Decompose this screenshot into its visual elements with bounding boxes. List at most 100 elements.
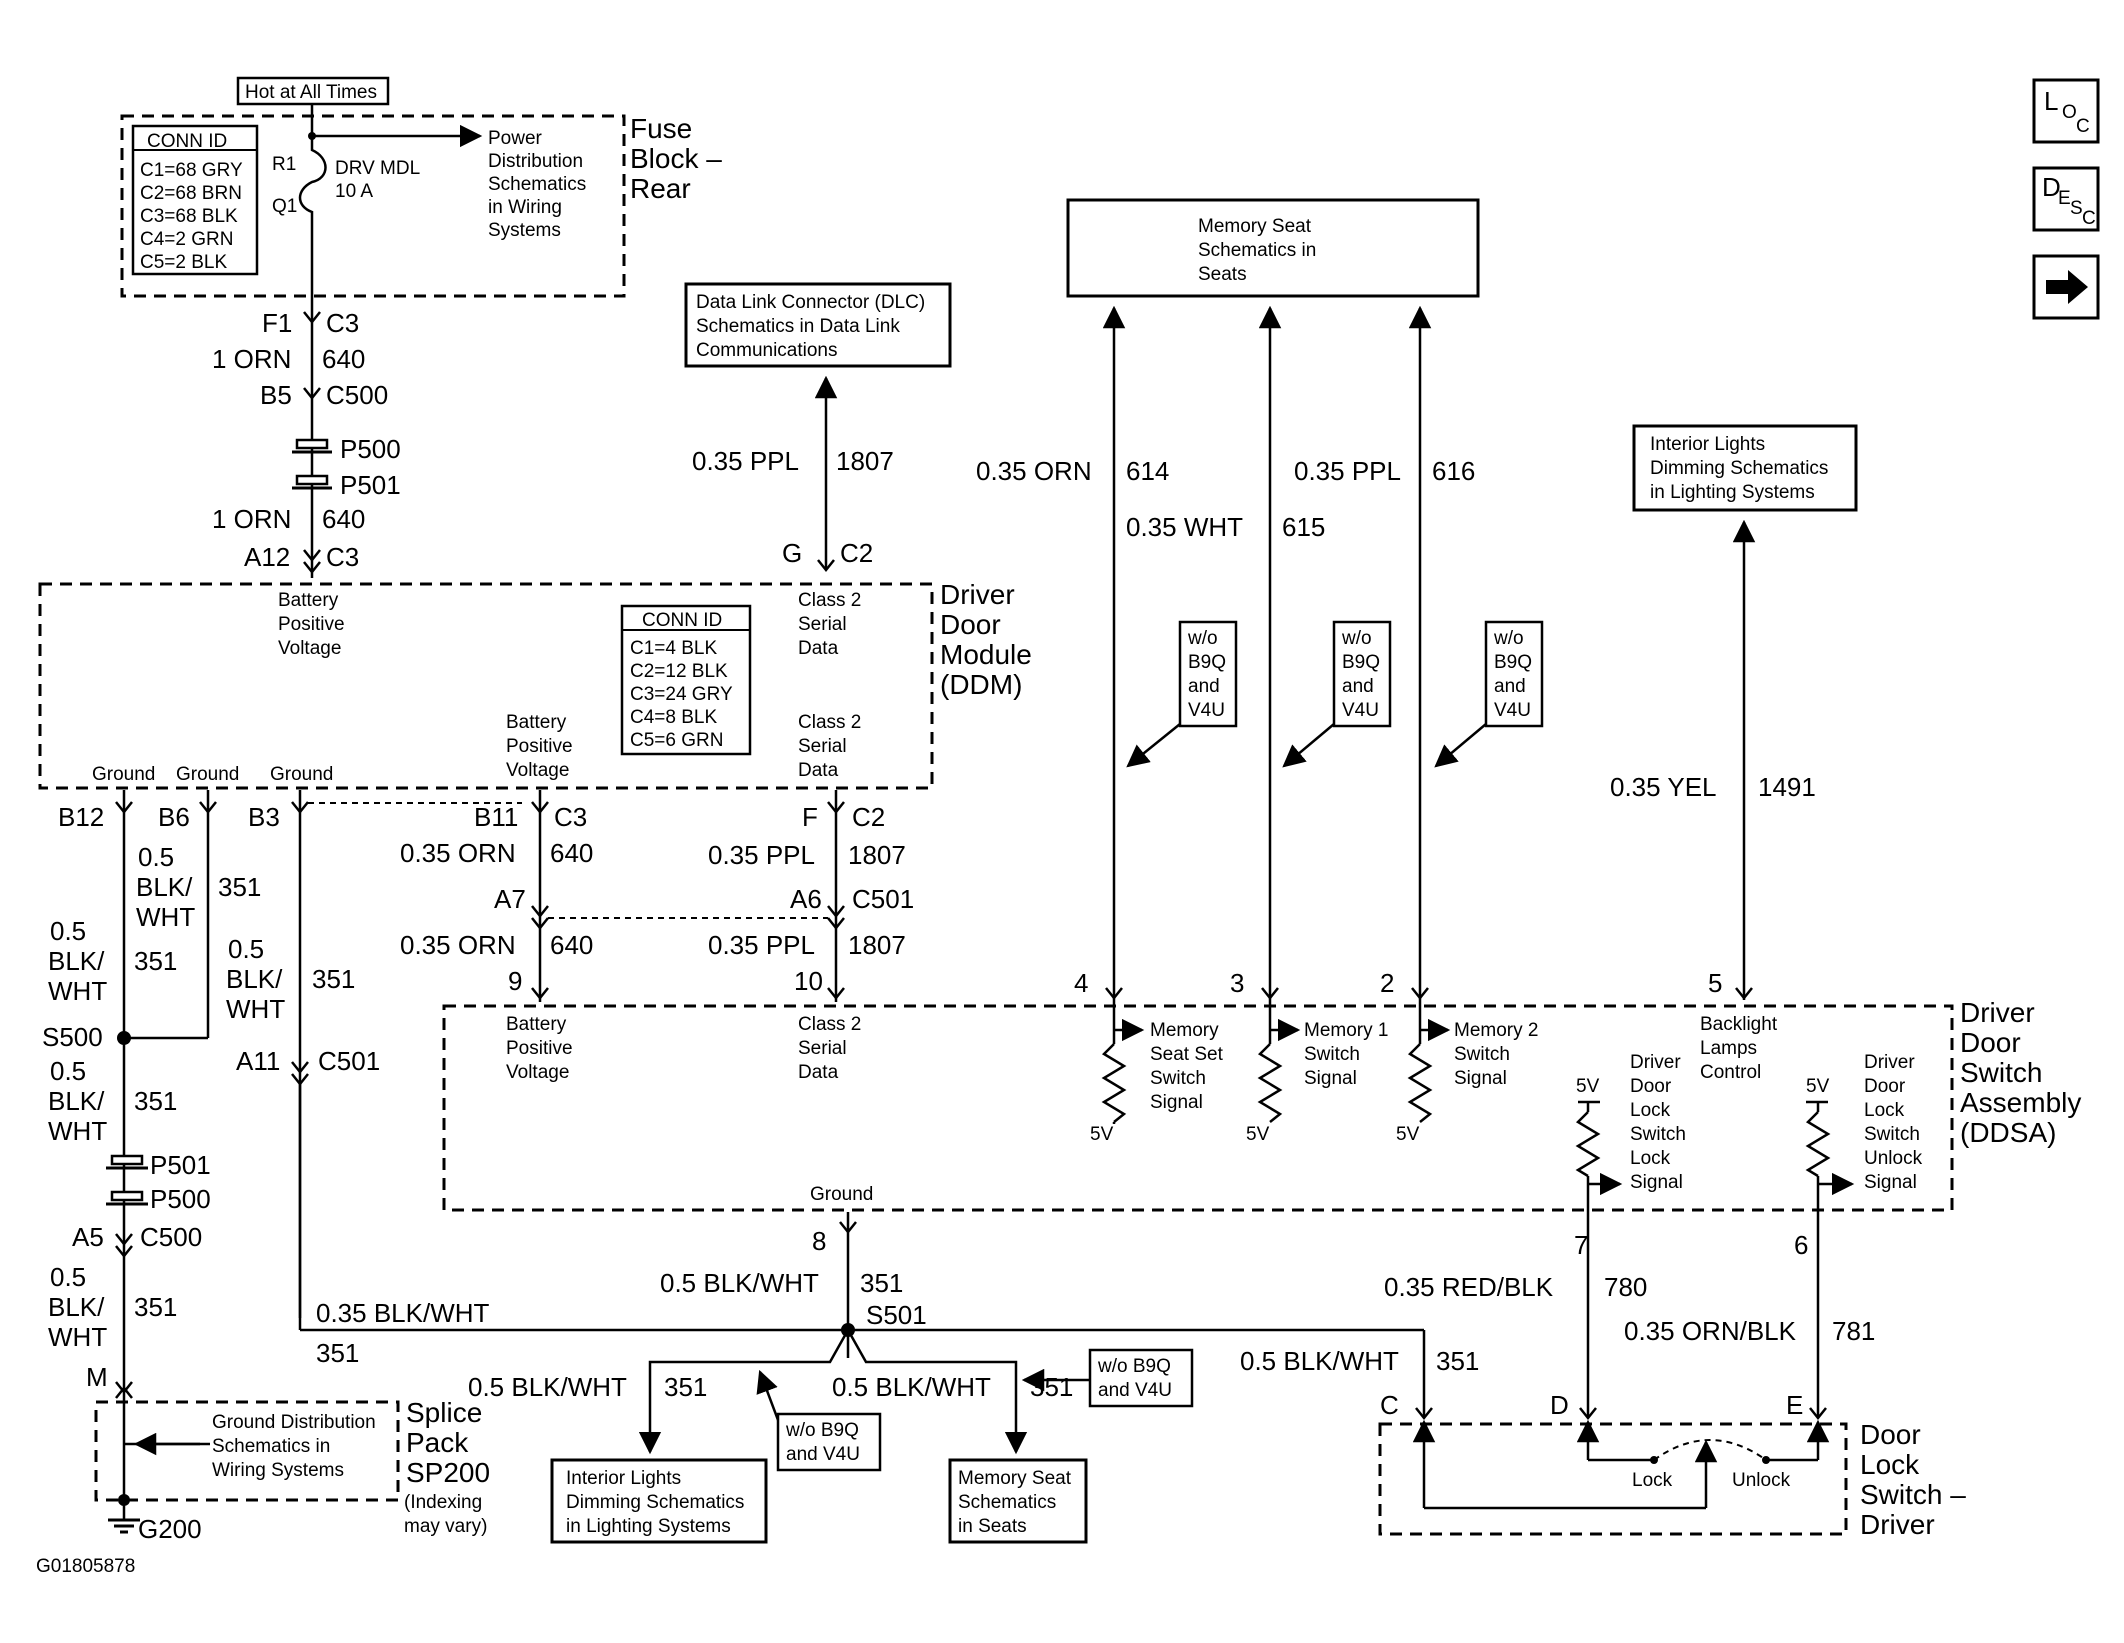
pin-10: 10 — [794, 966, 823, 996]
a5-wire-blk: BLK/ — [48, 1292, 105, 1322]
p501-top: P501 — [340, 470, 401, 500]
ddm-ground-3: Ground — [270, 764, 333, 785]
ddsa-pin-4: 4 — [1074, 968, 1088, 998]
splice-title-1: Splice — [406, 1397, 482, 1428]
s500-wire-blk: BLK/ — [48, 1086, 105, 1116]
driver-door-module: Driver Door Module (DDM) Battery Positiv… — [38, 579, 1032, 790]
pin-d: D — [1550, 1390, 1569, 1420]
ddsa-pin-7: 7 — [1574, 1230, 1588, 1260]
dlc-text-2: Schematics in Data Link — [696, 316, 900, 337]
pin-a7: A7 — [494, 884, 526, 914]
mem-set-2: Seat Set — [1150, 1044, 1224, 1065]
splice-s500 — [117, 1031, 131, 1045]
int-top-text-3: in Lighting Systems — [1650, 482, 1815, 503]
door-lock-switch-driver: Door Lock Switch – Driver Lock Unlock — [1378, 1419, 1966, 1540]
dlc-circuit-1807: 1807 — [836, 446, 894, 476]
circuit-615: 615 — [1282, 512, 1325, 542]
dlc-text-3: Communications — [696, 340, 838, 361]
svg-text:O: O — [2062, 102, 2077, 123]
circuit-right-351: 351 — [1030, 1372, 1073, 1402]
splice-s501-label: S501 — [866, 1300, 927, 1330]
int-top-text-1: Interior Lights — [1650, 434, 1765, 455]
ddm-class2a-2: Serial — [798, 614, 847, 635]
hot-at-all-times-label: Hot at All Times — [245, 82, 377, 103]
b6-circuit-351: 351 — [218, 872, 261, 902]
backlight-3: Control — [1700, 1062, 1761, 1083]
loc-icon[interactable]: L O C — [2032, 78, 2100, 144]
unlock-signal-resistor: 5V — [1805, 1076, 1855, 1218]
ddsa-pin-5: 5 — [1708, 968, 1722, 998]
mem2-3: Signal — [1454, 1068, 1507, 1089]
ddm-conn-id-5: C5=6 GRN — [630, 730, 723, 751]
r1-label: R1 — [272, 154, 296, 175]
conn-c501-a11: C501 — [318, 1046, 380, 1076]
opt3-b9q: B9Q — [1494, 652, 1532, 673]
wire-2-orn: 1 ORN — [212, 504, 291, 534]
pin-a5: A5 — [72, 1222, 104, 1252]
dls-title-3: Switch – — [1860, 1479, 1966, 1510]
pin-f1: F1 — [262, 308, 292, 338]
opt-lower-1a: w/o B9Q — [785, 1420, 859, 1441]
pin-a12: A12 — [244, 542, 290, 572]
fuse-conn-id-4: C4=2 GRN — [140, 229, 233, 250]
ddsa-pin-2: 2 — [1380, 968, 1394, 998]
power-dist-4: in Wiring — [488, 197, 562, 218]
ddsa-pin-6: 6 — [1794, 1230, 1808, 1260]
ddsa-title-5: (DDSA) — [1960, 1117, 2056, 1148]
splice-title-3: SP200 — [406, 1457, 490, 1488]
next-arrow-icon[interactable] — [2032, 254, 2100, 320]
ddsa-bpv-2: Positive — [506, 1038, 573, 1059]
ddsa-class2-2: Serial — [798, 1038, 847, 1059]
mem1-5v: 5V — [1246, 1124, 1270, 1145]
mem-lower-1: Memory Seat — [958, 1468, 1072, 1489]
mem1-3: Signal — [1304, 1068, 1357, 1089]
lock-sig-5: Lock — [1630, 1148, 1671, 1169]
a5-wire-wht: WHT — [48, 1322, 107, 1352]
wire-left-blkwht: 0.5 BLK/WHT — [468, 1372, 627, 1402]
desc-icon[interactable]: D E S C — [2032, 166, 2100, 232]
opt3-and: and — [1494, 676, 1526, 697]
unlock-5v: 5V — [1806, 1076, 1830, 1097]
backlight-1: Backlight — [1700, 1014, 1778, 1035]
wire-c-blkwht: 0.5 BLK/WHT — [1240, 1346, 1399, 1376]
opt1-wo: w/o — [1187, 628, 1218, 649]
fuse-block-title-2: Block – — [630, 143, 722, 174]
b6-wire-blk: BLK/ — [136, 872, 193, 902]
ddsa-class2-1: Class 2 — [798, 1014, 861, 1035]
power-dist-1: Power — [488, 128, 543, 149]
p500-top: P500 — [340, 434, 401, 464]
s500-wire-wht: WHT — [48, 1116, 107, 1146]
gnd-dist-2: Schematics in — [212, 1436, 330, 1457]
interior-lights-top: Interior Lights Dimming Schematics in Li… — [1610, 424, 1858, 1000]
unlock-position: Unlock — [1732, 1470, 1791, 1491]
b3-wire-wht: WHT — [226, 994, 285, 1024]
power-dist-3: Schematics — [488, 174, 586, 195]
ddm-class2b-3: Data — [798, 760, 839, 781]
conn-c2-top: C2 — [840, 538, 873, 568]
pin-b6: B6 — [158, 802, 190, 832]
wire-781: 0.35 ORN/BLK — [1624, 1316, 1797, 1346]
a5-wire-size: 0.5 — [50, 1262, 86, 1292]
pin-g: G — [782, 538, 802, 568]
opt2-and: and — [1342, 676, 1374, 697]
conn-c3-b11: C3 — [554, 802, 587, 832]
lock-5v: 5V — [1576, 1076, 1600, 1097]
opt1-and: and — [1188, 676, 1220, 697]
opt-lower-2b: and V4U — [1098, 1380, 1172, 1401]
mem-set-3: Switch — [1150, 1068, 1206, 1089]
circuit-640-a: 640 — [550, 838, 593, 868]
ddm-bpv2-2: Positive — [506, 736, 573, 757]
ddm-bpv1-3: Voltage — [278, 638, 341, 659]
b3-wire-size: 0.5 — [228, 934, 264, 964]
circuit-780: 780 — [1604, 1272, 1647, 1302]
fuse-element — [298, 104, 327, 296]
pin-b5: B5 — [260, 380, 292, 410]
int-lower-3: in Lighting Systems — [566, 1516, 731, 1537]
wire-1807-ppl-b: 0.35 PPL — [708, 930, 815, 960]
mem2-2: Switch — [1454, 1044, 1510, 1065]
mem1-1: Memory 1 — [1304, 1020, 1388, 1041]
conn-c3-ddm: C3 — [326, 542, 359, 572]
memory-1-resistor: 5V — [1246, 1000, 1301, 1145]
wire-blkwht-035: 0.35 BLK/WHT — [316, 1298, 490, 1328]
